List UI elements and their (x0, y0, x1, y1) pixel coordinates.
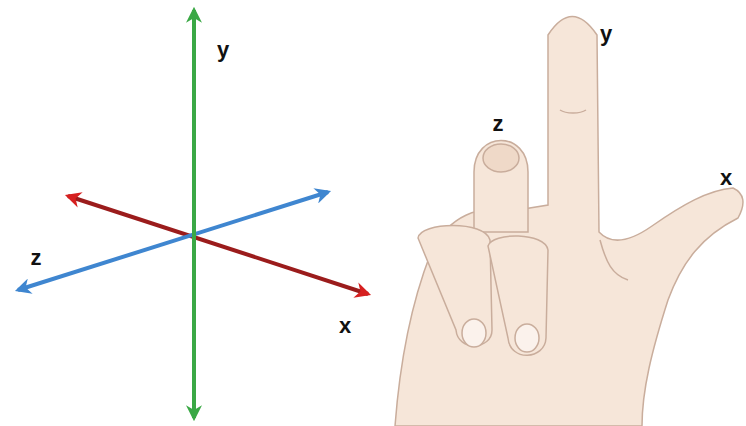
axis-label: z (31, 247, 42, 269)
z-axis (18, 192, 328, 290)
middle-finger (474, 141, 528, 233)
hand-palm (395, 17, 743, 426)
curled-finger (488, 236, 548, 355)
axis-label: x (339, 315, 351, 337)
x-axis (68, 196, 368, 294)
skin-crease (600, 240, 628, 280)
axis-label: y (217, 39, 229, 61)
finger-label: y (600, 23, 612, 45)
finger-label: z (493, 113, 504, 135)
finger-label: x (720, 167, 732, 189)
coordinate-axes (18, 10, 368, 418)
fingernail (515, 324, 539, 352)
y-axis (192, 10, 196, 418)
fingernail (462, 319, 486, 347)
fingertip (483, 144, 519, 172)
left-hand (395, 17, 743, 426)
skin-crease (560, 110, 586, 113)
